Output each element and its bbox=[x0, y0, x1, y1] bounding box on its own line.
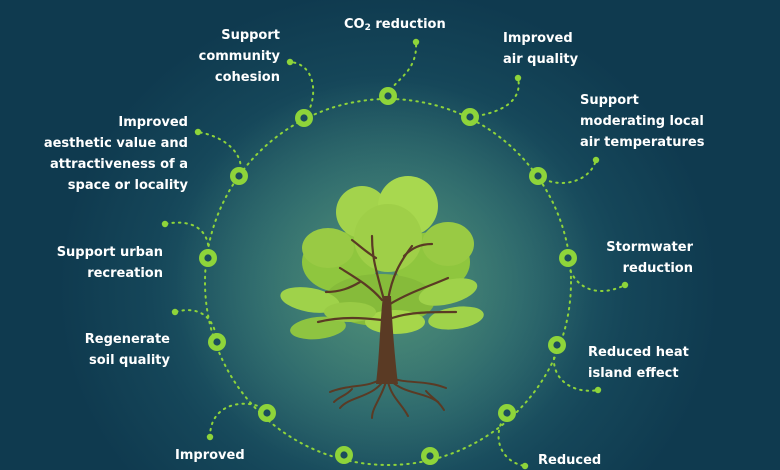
end-dot bbox=[412, 38, 420, 46]
node-air-temp bbox=[529, 167, 547, 185]
benefit-label-soil: Regenerate soil quality bbox=[85, 329, 170, 371]
label-line: Support bbox=[580, 93, 639, 108]
end-dot bbox=[161, 220, 169, 228]
end-dot bbox=[514, 74, 522, 82]
end-dot bbox=[621, 281, 629, 289]
label-line: Regenerate bbox=[84, 332, 170, 347]
end-dot bbox=[592, 156, 600, 164]
label-line: island effect bbox=[588, 366, 679, 381]
label-line: Improved bbox=[175, 448, 245, 463]
label-line: recreation bbox=[87, 266, 163, 281]
co2-suffix: reduction bbox=[370, 17, 446, 32]
end-dot bbox=[206, 433, 214, 441]
co2-subscript: 2 bbox=[364, 23, 371, 33]
label-line: Improved bbox=[503, 31, 573, 46]
end-dot bbox=[286, 58, 294, 66]
label-line: air temperatures bbox=[580, 135, 705, 150]
tree-trunk bbox=[376, 296, 398, 384]
node-aesthetic bbox=[230, 167, 248, 185]
benefit-label-aesthetic: Improved aesthetic value and attractivenes… bbox=[44, 112, 188, 196]
benefit-label-heat-island: Reduced heat island effect bbox=[588, 342, 689, 384]
node-stormwater bbox=[559, 249, 577, 267]
label-line: Stormwater bbox=[606, 240, 693, 255]
node-community bbox=[295, 109, 313, 127]
node-improved-bottom bbox=[258, 404, 276, 422]
benefit-label-co2: CO2 reduction bbox=[344, 14, 446, 39]
benefit-label-air-quality: Improved air quality bbox=[503, 28, 578, 70]
label-line: aesthetic value and bbox=[43, 136, 188, 151]
benefit-label-community: Support community cohesion bbox=[199, 25, 280, 88]
label-line: Support bbox=[221, 28, 280, 43]
node-bottom-right bbox=[421, 447, 439, 465]
benefit-label-air-temp: Support moderating local air temperatures bbox=[580, 90, 704, 153]
node-bottom-left bbox=[335, 446, 353, 464]
label-line: soil quality bbox=[88, 353, 170, 368]
label-line: space or locality bbox=[67, 178, 188, 193]
end-dot bbox=[594, 386, 602, 394]
ring-nodes bbox=[199, 87, 577, 465]
leader-air-quality bbox=[469, 77, 520, 118]
tree-illustration bbox=[280, 176, 484, 419]
end-dot bbox=[194, 128, 202, 136]
node-reduced bbox=[498, 404, 516, 422]
node-air-quality bbox=[461, 108, 479, 126]
leader-improved-bottom bbox=[209, 402, 268, 438]
end-dot bbox=[171, 308, 179, 316]
label-line: moderating local bbox=[580, 114, 704, 129]
label-line: air quality bbox=[503, 52, 579, 67]
benefit-label-improved-bottom: Improved bbox=[175, 445, 245, 466]
co2-prefix: CO bbox=[344, 17, 365, 32]
node-co2 bbox=[379, 87, 397, 105]
node-heat-island bbox=[548, 336, 566, 354]
leader-end-dots bbox=[161, 38, 629, 470]
leader-co2 bbox=[387, 41, 418, 97]
label-line: cohesion bbox=[214, 70, 280, 85]
leader-heat-island bbox=[552, 344, 599, 392]
tree-branches bbox=[316, 234, 458, 324]
node-recreation bbox=[199, 249, 217, 267]
label-line: Improved bbox=[118, 115, 188, 130]
label-line: community bbox=[198, 49, 280, 64]
node-soil bbox=[208, 333, 226, 351]
label-line: Reduced heat bbox=[588, 345, 689, 360]
benefit-label-reduced: Reduced bbox=[538, 450, 601, 470]
label-line: attractiveness of a bbox=[49, 157, 188, 172]
end-dot bbox=[521, 462, 529, 470]
benefits-ring bbox=[204, 98, 572, 466]
leader-aesthetic bbox=[197, 131, 242, 177]
label-line: Reduced bbox=[538, 453, 602, 468]
label-line: Support urban bbox=[56, 245, 163, 260]
label-line: reduction bbox=[622, 261, 693, 276]
benefit-label-stormwater: Stormwater reduction bbox=[606, 237, 693, 279]
benefit-label-recreation: Support urban recreation bbox=[57, 242, 163, 284]
